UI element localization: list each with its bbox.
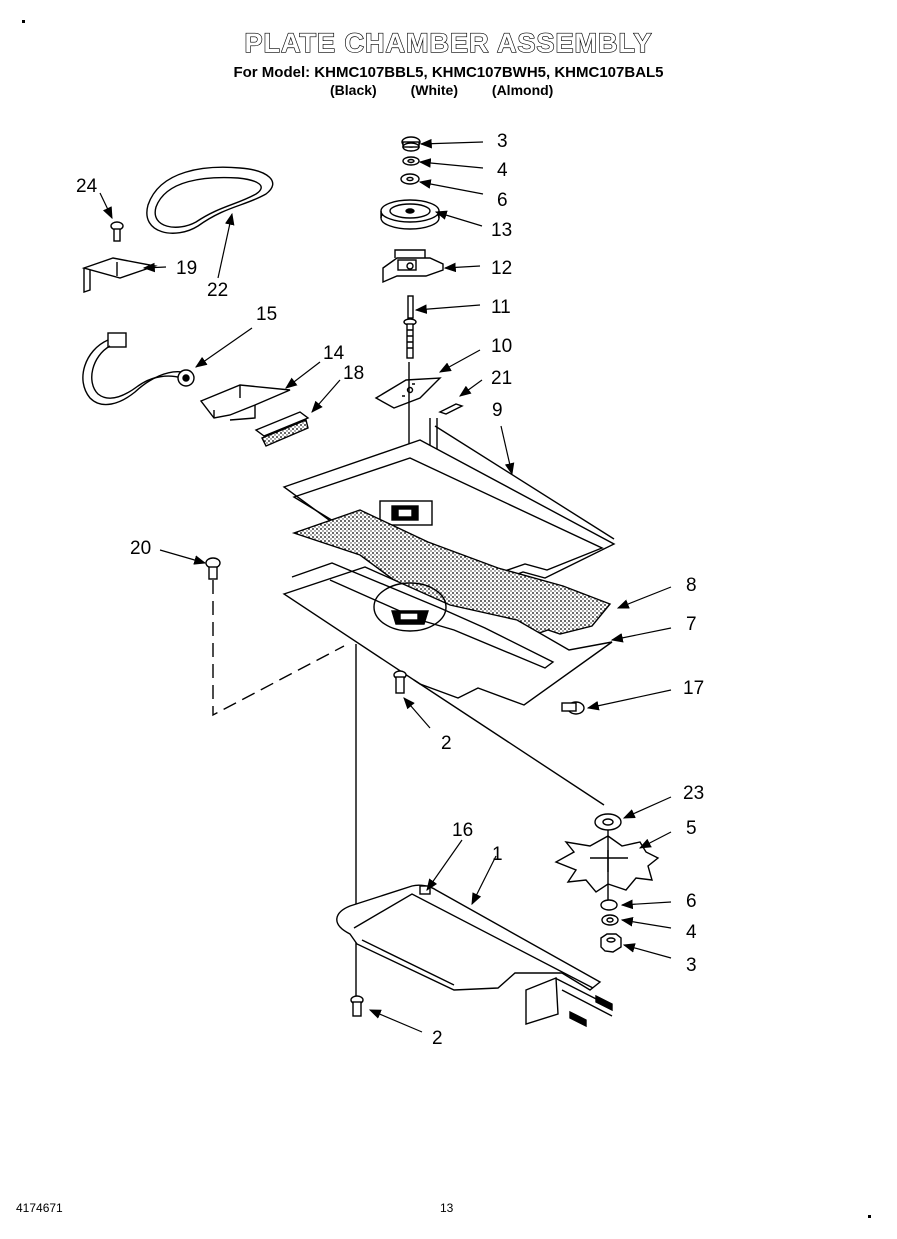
callout-14: 14 — [323, 343, 345, 364]
washer-part-6-lower — [600, 899, 618, 911]
nut-part-3-lower — [600, 933, 622, 953]
coupling-plate-part-10 — [374, 377, 442, 409]
callout-13: 13 — [491, 220, 512, 241]
callout-12: 12 — [491, 258, 512, 279]
callout-6-top: 6 — [497, 190, 508, 211]
top-frame-part-9 — [282, 425, 616, 593]
heating-element-part-1 — [336, 884, 613, 1028]
callout-11: 11 — [491, 297, 511, 318]
callout-18: 18 — [343, 363, 364, 384]
callout-3-top: 3 — [497, 131, 508, 152]
screw-part-17 — [561, 701, 585, 715]
bracket-part-14 — [199, 384, 291, 421]
callout-20: 20 — [130, 538, 151, 559]
callout-16: 16 — [452, 820, 473, 841]
screw-part-2-upper — [393, 670, 407, 694]
callout-23: 23 — [683, 783, 704, 804]
callout-19: 19 — [176, 258, 197, 279]
callout-22: 22 — [207, 280, 228, 301]
stirrer-axis-line — [413, 679, 605, 806]
callout-15: 15 — [256, 304, 277, 325]
model-line: For Model: KHMC107BBL5, KHMC107BWH5, KHM… — [233, 64, 664, 81]
washer-part-6-top — [400, 173, 420, 185]
wire-harness-part-15 — [82, 332, 195, 406]
variant-white: (White) — [410, 82, 459, 98]
callout-9: 9 — [492, 400, 503, 421]
clip-part-18 — [254, 411, 310, 447]
spacer-part-23 — [594, 813, 622, 831]
callout-6-lower: 6 — [686, 891, 697, 912]
stirrer-part-5 — [554, 835, 660, 893]
scan-mark — [868, 1215, 871, 1218]
nut-part-3-top — [401, 136, 421, 152]
pulley-part-13 — [380, 199, 440, 230]
callout-10: 10 — [491, 336, 512, 357]
screw-20-dashed-path — [212, 580, 345, 717]
scan-mark — [22, 20, 25, 23]
clip-part-21 — [438, 403, 464, 415]
shaft-part-11 — [403, 295, 417, 359]
bracket-part-19 — [81, 257, 158, 293]
variant-almond: (Almond) — [491, 82, 554, 98]
lock-washer-part-4-top — [402, 156, 420, 166]
bracket-part-12 — [382, 249, 444, 284]
callout-2-lower: 2 — [432, 1028, 443, 1049]
callout-4-lower: 4 — [686, 922, 697, 943]
callout-7: 7 — [686, 614, 697, 635]
screw-part-24 — [110, 221, 124, 242]
page-number: 13 — [440, 1201, 454, 1215]
page-title: PLATE CHAMBER ASSEMBLY — [244, 27, 653, 58]
callout-numbers: 3 4 6 13 12 11 10 21 9 24 19 22 15 14 18… — [76, 131, 704, 1049]
screw-part-20 — [205, 557, 221, 580]
document-number: 4174671 — [16, 1201, 63, 1215]
bottom-plate-part-7 — [282, 562, 613, 706]
callout-21: 21 — [491, 368, 512, 389]
callout-8: 8 — [686, 575, 697, 596]
callout-17: 17 — [683, 678, 704, 699]
model-variants: (Black) (White) (Almond) — [330, 82, 583, 98]
lock-washer-part-4-lower — [601, 914, 619, 926]
callout-3-lower: 3 — [686, 955, 697, 976]
callout-4-top: 4 — [497, 160, 508, 181]
drive-belt-part-22 — [146, 166, 274, 234]
callout-1: 1 — [492, 844, 503, 865]
callout-5: 5 — [686, 818, 697, 839]
variant-black: (Black) — [330, 82, 377, 98]
leader-lines — [99, 138, 672, 1033]
screw-part-2-lower — [350, 995, 364, 1017]
callout-24: 24 — [76, 176, 98, 197]
callout-2-upper: 2 — [441, 733, 452, 754]
